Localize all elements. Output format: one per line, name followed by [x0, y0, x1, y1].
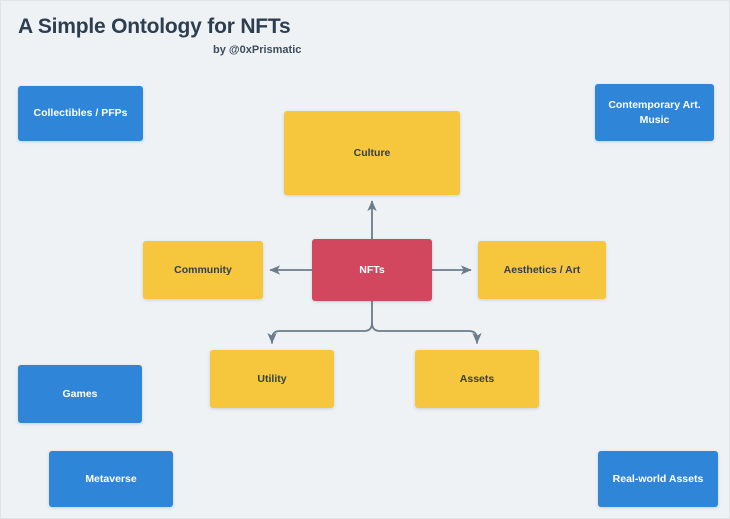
edge-nfts-to-assets — [371, 322, 482, 344]
page-title: A Simple Ontology for NFTs — [18, 15, 291, 38]
edge-nfts-to-utility — [267, 322, 373, 344]
node-label: Games — [62, 387, 98, 400]
node-metaverse[interactable]: Metaverse — [49, 451, 173, 507]
node-collectibles-pfps[interactable]: Collectibles / PFPs — [18, 86, 143, 141]
node-utility[interactable]: Utility — [210, 350, 334, 408]
node-label: Culture — [353, 146, 391, 159]
node-label: Metaverse — [85, 472, 137, 485]
node-real-world-assets[interactable]: Real-world Assets — [598, 451, 718, 507]
node-label: Collectibles / PFPs — [33, 107, 128, 120]
node-aesthetics-art[interactable]: Aesthetics / Art — [478, 241, 606, 299]
node-label: Aesthetics / Art — [503, 263, 581, 276]
node-label: NFTs — [359, 263, 385, 276]
page-subtitle-author: by @0xPrismatic — [213, 44, 302, 56]
node-nfts[interactable]: NFTs — [312, 239, 432, 301]
node-contemporary-art-music[interactable]: Contemporary Art. Music — [595, 84, 714, 141]
node-label: Community — [174, 263, 232, 276]
node-community[interactable]: Community — [143, 241, 263, 299]
node-label: Contemporary Art. Music — [608, 99, 701, 126]
node-label: Real-world Assets — [612, 472, 704, 485]
node-label: Utility — [257, 372, 287, 385]
node-culture[interactable]: Culture — [284, 111, 460, 195]
node-label: Assets — [459, 372, 495, 385]
node-assets[interactable]: Assets — [415, 350, 539, 408]
node-games[interactable]: Games — [18, 365, 142, 423]
